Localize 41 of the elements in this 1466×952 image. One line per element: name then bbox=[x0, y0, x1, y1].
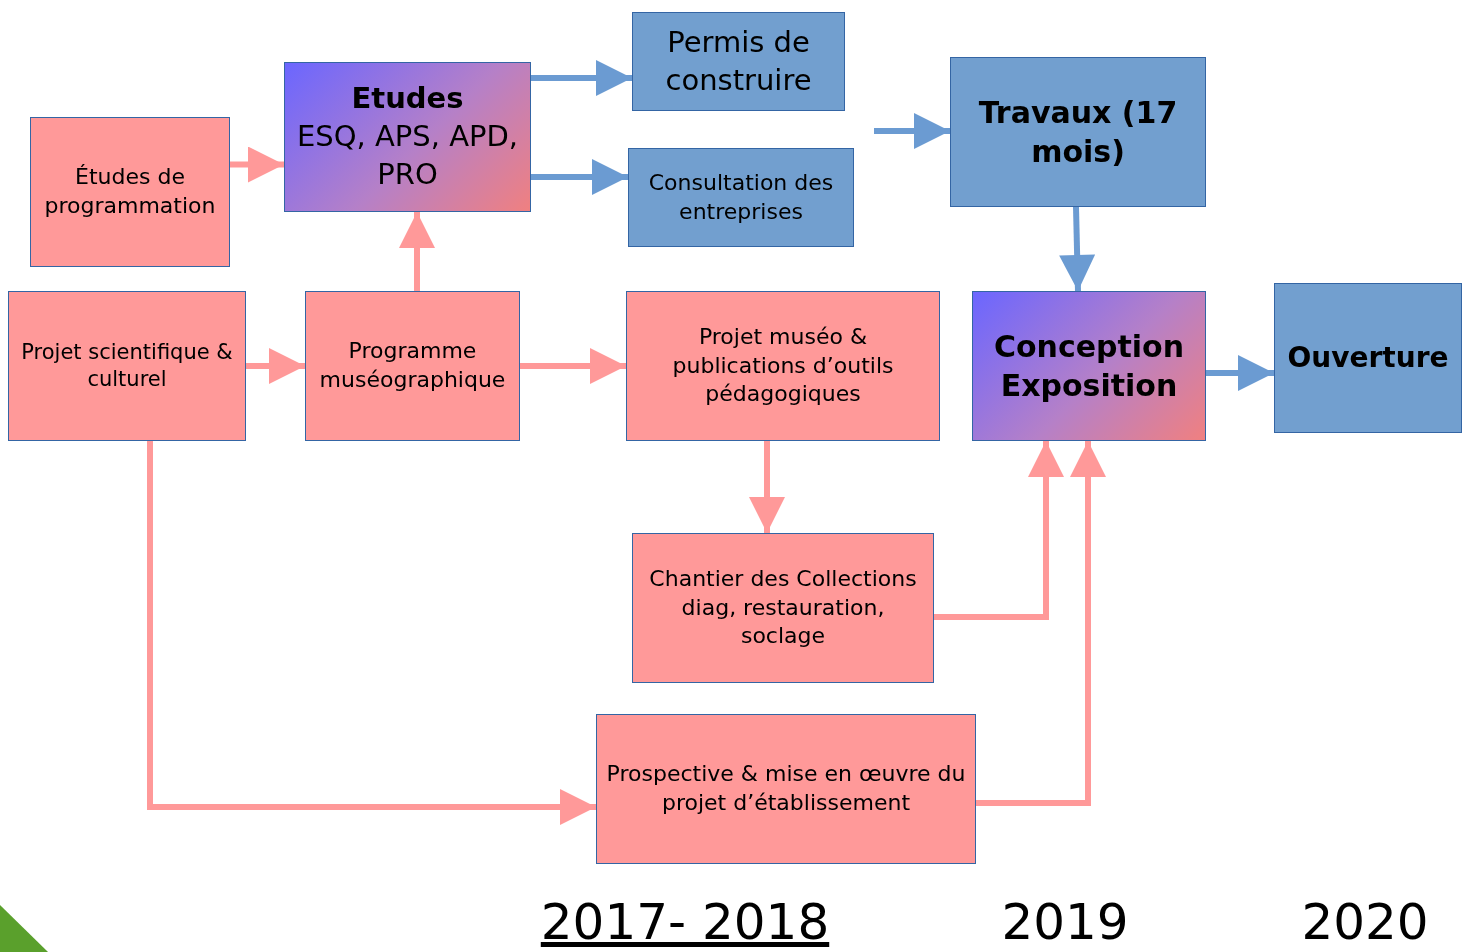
box-text: Consultation des entreprises bbox=[647, 168, 835, 226]
process-box bbox=[628, 148, 854, 247]
box-text: Chantier des Collections diag, restauration, soclage bbox=[648, 565, 918, 651]
box-text: Programme muséographique bbox=[318, 337, 507, 394]
year-label: 2020 bbox=[1300, 895, 1430, 950]
process-box bbox=[596, 714, 976, 864]
arrow bbox=[147, 441, 596, 825]
process-box bbox=[305, 291, 520, 441]
arrow bbox=[749, 441, 785, 533]
arrow bbox=[531, 60, 632, 96]
box-text: Travaux (17 mois) bbox=[977, 94, 1179, 171]
year-label: 2019 bbox=[1000, 895, 1130, 950]
process-box bbox=[626, 291, 940, 441]
box-text: ESQ, APS, APD, PRO bbox=[295, 118, 519, 193]
box-heading: Etudes bbox=[351, 80, 464, 118]
box-text: Permis de construire bbox=[664, 23, 813, 99]
arrow bbox=[230, 146, 284, 183]
box-text: Ouverture bbox=[1287, 339, 1449, 376]
process-box bbox=[950, 57, 1206, 207]
box-text: Projet muséo & publications d’outils pédagogiques bbox=[671, 323, 895, 409]
arrow bbox=[399, 212, 435, 291]
arrow bbox=[520, 348, 626, 384]
arrow bbox=[934, 441, 1064, 620]
box-text: Conception Exposition bbox=[992, 328, 1186, 405]
box-text: Études de programmation bbox=[43, 163, 217, 220]
process-box bbox=[8, 291, 246, 441]
arrow bbox=[874, 113, 950, 149]
box-text: Projet scientifique & culturel bbox=[20, 338, 234, 393]
process-box bbox=[1274, 283, 1462, 433]
arrow bbox=[1059, 206, 1096, 292]
arrow bbox=[1206, 355, 1274, 391]
process-box bbox=[284, 62, 531, 212]
process-box bbox=[632, 533, 934, 683]
process-box bbox=[632, 12, 845, 111]
box-text: Prospective & mise en œuvre du projet d’établissement bbox=[605, 760, 967, 817]
arrow bbox=[246, 348, 305, 384]
process-box bbox=[972, 291, 1206, 441]
arrow bbox=[531, 159, 628, 195]
arrow bbox=[976, 441, 1106, 806]
year-label: 2017- 2018 bbox=[539, 895, 831, 950]
process-box bbox=[30, 117, 230, 267]
